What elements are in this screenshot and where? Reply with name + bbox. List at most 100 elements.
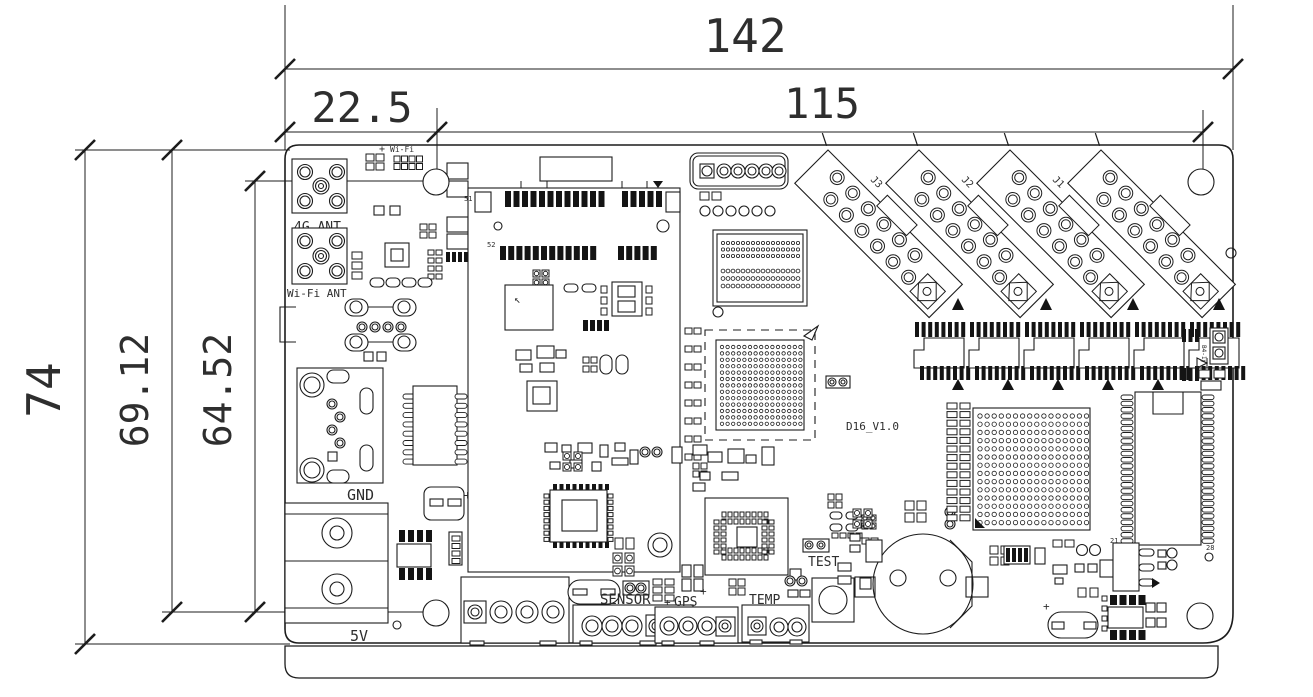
pad (612, 565, 623, 577)
pad (720, 537, 727, 543)
pad-bar (1024, 548, 1028, 562)
bga-ball (798, 344, 803, 350)
pad-bar (579, 542, 583, 548)
port-hole (1161, 256, 1172, 267)
pad-bar (426, 568, 432, 580)
pad (959, 462, 971, 470)
bga-ball (736, 421, 741, 426)
pad (733, 554, 739, 561)
bga-ball (796, 253, 801, 258)
shape (359, 444, 374, 472)
bga-ball (1012, 503, 1019, 509)
pad (600, 307, 608, 316)
port-hole (903, 272, 914, 283)
bga-ball (977, 511, 983, 518)
bga-ball (742, 421, 747, 426)
bga-ball (719, 415, 725, 420)
bga-ball (1019, 478, 1026, 485)
bga-ball (741, 253, 746, 258)
pad (416, 163, 423, 170)
bga-ball (1034, 429, 1040, 435)
bga-ball (998, 503, 1004, 509)
pad (693, 345, 702, 353)
pin-pad (1120, 419, 1134, 426)
bga-ball (770, 383, 775, 388)
shape (663, 620, 675, 632)
pad (419, 223, 428, 231)
pin-pad (1201, 407, 1215, 413)
shape (639, 640, 657, 646)
shape (786, 577, 794, 585)
pad (959, 436, 971, 444)
bga-ball (1083, 519, 1090, 526)
bga-ball (753, 402, 758, 407)
bga-ball (736, 351, 741, 356)
pad (831, 532, 839, 539)
shape (299, 166, 311, 178)
pad-ring (853, 509, 861, 517)
port-hole (1000, 250, 1011, 261)
port-hole (1070, 256, 1081, 267)
shape (712, 306, 724, 318)
pad (684, 453, 693, 461)
bga-ball (1027, 413, 1033, 419)
shape (692, 444, 708, 456)
pad-bar (513, 191, 520, 207)
bga-ball (759, 421, 764, 426)
pad-bar (541, 246, 547, 260)
bga-ball (1012, 478, 1019, 485)
shape (1200, 380, 1222, 391)
bga-ball (1076, 511, 1083, 518)
shape (787, 589, 799, 598)
shape (750, 619, 764, 633)
shape (789, 568, 802, 581)
pad-bar (464, 252, 468, 262)
bga-ball (742, 351, 747, 356)
bga-ball (1055, 421, 1061, 427)
bga-ball (747, 402, 753, 407)
bga-ball (736, 376, 741, 382)
shape (493, 221, 503, 231)
dim-tick (244, 601, 266, 623)
pin1-arrow (912, 132, 919, 146)
bga-ball (1019, 519, 1026, 526)
pad (365, 153, 375, 162)
label-wifi-ant: Wi-Fi ANT (287, 287, 347, 300)
shape (1145, 617, 1156, 628)
pin-pad (1201, 413, 1215, 419)
pad-bar (605, 484, 609, 490)
pin-pad (1201, 513, 1215, 519)
plus-mark: + (1043, 600, 1050, 613)
rj45-port-1 (1066, 132, 1237, 319)
label-wifi-small: Wi-Fi (390, 145, 414, 154)
pin-pad (1201, 494, 1215, 501)
bga-ball (1041, 478, 1047, 485)
bga-ball (1027, 429, 1033, 435)
pad (713, 525, 720, 531)
shape (314, 179, 328, 193)
shape (621, 615, 643, 637)
bga-ball (753, 351, 758, 356)
dim-width-total: 142 (703, 9, 786, 63)
shape (718, 619, 732, 633)
bga-ball (781, 253, 786, 258)
pin1-arrow: ↖ (514, 293, 521, 306)
bga-ball (753, 357, 758, 362)
pad (607, 530, 614, 536)
shape (396, 543, 432, 568)
bga-ball (1012, 462, 1019, 468)
pad (768, 525, 775, 531)
pad (737, 578, 746, 587)
bga-ball (984, 470, 990, 476)
bga-ball (1041, 462, 1047, 468)
bga-ball (977, 429, 983, 435)
bga-ball (1076, 437, 1083, 444)
pin-pad (1201, 532, 1215, 538)
pad-bar (408, 530, 414, 542)
pad (428, 231, 437, 239)
bga-ball (770, 276, 776, 281)
bga-ball (736, 383, 741, 388)
bga-ball (770, 408, 775, 414)
pad-bar (1129, 630, 1136, 640)
shape (349, 335, 363, 349)
